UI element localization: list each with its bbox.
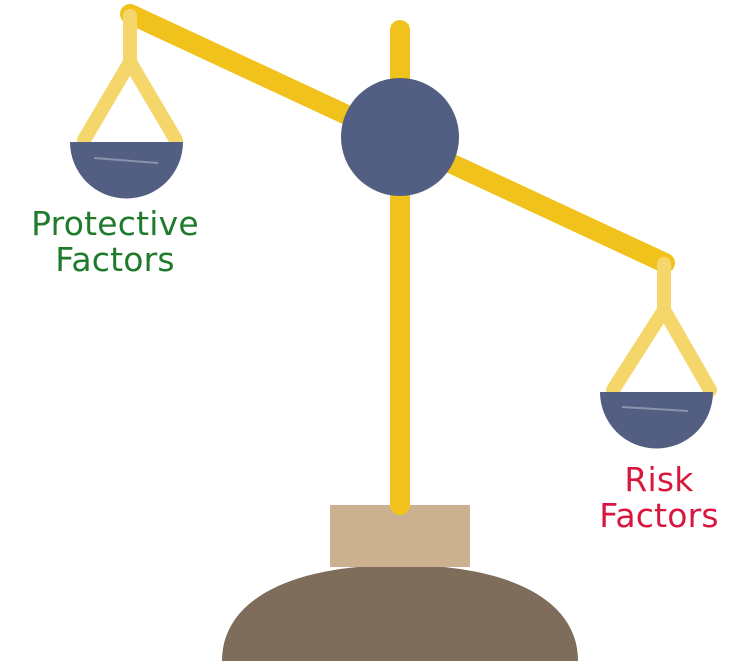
- risk-label-line2: Factors: [599, 496, 719, 535]
- protective-factors-label: Protective Factors: [8, 206, 222, 278]
- protective-label-line1: Protective: [31, 204, 199, 243]
- scale-pivot: [341, 78, 459, 196]
- protective-label-line2: Factors: [55, 240, 175, 279]
- left-pan: [70, 142, 183, 199]
- scale-base-block: [330, 505, 470, 567]
- right-hanger: [606, 257, 717, 397]
- scale-base-dome: [222, 565, 578, 661]
- right-pan-highlight: [621, 406, 689, 412]
- left-hanger: [77, 9, 183, 147]
- risk-label-line1: Risk: [624, 460, 694, 499]
- risk-factors-label: Risk Factors: [586, 462, 732, 534]
- right-pan: [600, 392, 713, 449]
- left-pan-highlight: [93, 157, 159, 164]
